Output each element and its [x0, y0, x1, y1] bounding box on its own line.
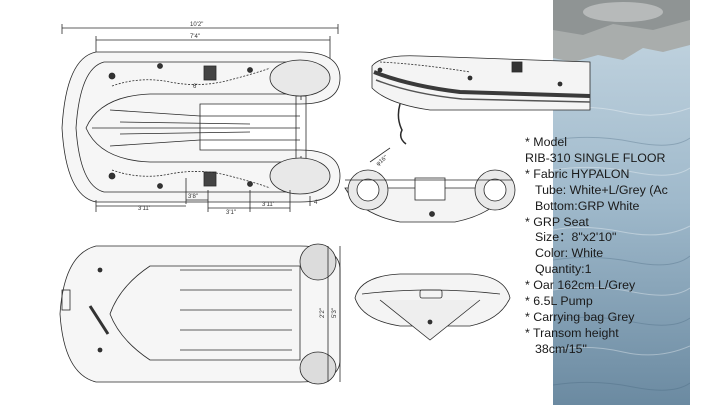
side-view-drawing — [371, 55, 591, 145]
spec-line: * Model — [525, 135, 568, 149]
spec-line: * Transom height — [525, 325, 619, 340]
spec-line: Quantity:1 — [535, 262, 592, 277]
dim-beam-inner: 2'2'' — [320, 308, 326, 318]
dim-lower-c: 3'1'' — [226, 210, 236, 216]
dim-lower-b: 3'8'' — [188, 194, 198, 200]
spec-line: RIB-310 SINGLE FLOOR — [525, 150, 666, 165]
spec-line: * Oar 162cm L/Grey — [525, 278, 636, 293]
dim-overall-length: 10'2'' — [190, 22, 203, 28]
dim-lower-d: 3'11' — [262, 202, 274, 208]
spec-line: Bottom:GRP White — [535, 198, 640, 213]
spec-line: * 6.5L Pump — [525, 294, 593, 309]
rear-view-drawing — [344, 147, 516, 223]
spec-line: Tube: White+L/Grey (Ac — [535, 182, 668, 197]
dim-beam-outer: 5'3'' — [332, 308, 338, 318]
dim-front-seat-offset: 6' — [193, 84, 197, 90]
dim-lower-a: 3'11' — [138, 206, 150, 212]
spec-line: * Carrying bag Grey — [525, 309, 635, 324]
spec-line: * Fabric HYPALON — [525, 166, 630, 181]
front-view-drawing — [354, 273, 511, 341]
spec-line: * GRP Seat — [525, 214, 589, 229]
spec-line: 38cm/15" — [535, 341, 587, 356]
spec-line: Color: White — [535, 246, 604, 261]
dim-inner-length: 7'4'' — [190, 34, 200, 40]
bottom-view-drawing — [59, 243, 341, 385]
top-view-drawing — [61, 24, 341, 212]
spec-line: Size：8"x2'10" — [535, 230, 617, 245]
dim-lower-e: 4'' — [314, 200, 320, 206]
